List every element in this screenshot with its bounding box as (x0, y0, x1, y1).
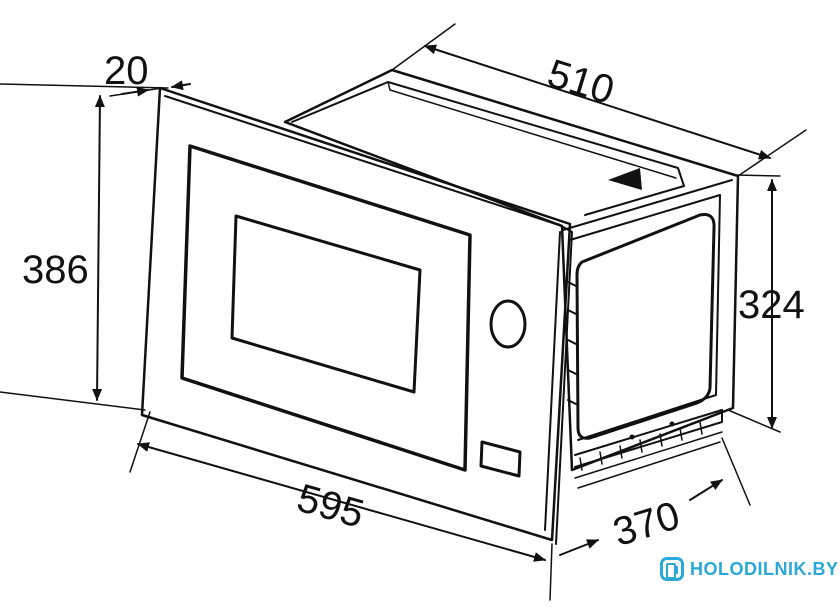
dim-label-panel-depth: 20 (104, 49, 149, 93)
dimension-lines (0, 23, 807, 601)
fridge-logo-icon (660, 557, 684, 581)
control-knob (489, 299, 527, 349)
door-release-button (479, 440, 522, 478)
dim-label-front-width: 595 (292, 476, 368, 537)
microwave-front-panel (140, 86, 573, 545)
dim-label-body-height: 324 (738, 283, 805, 327)
watermark: HOLODILNIK.BY (660, 555, 839, 583)
dim-label-depth: 510 (542, 51, 619, 113)
dim-label-front-height: 386 (22, 248, 89, 292)
dim-label-body-width: 370 (608, 493, 685, 555)
microwave-body (283, 68, 740, 489)
door-window (230, 214, 422, 394)
door-frame (180, 144, 472, 472)
watermark-text: HOLODILNIK.BY (690, 558, 839, 579)
